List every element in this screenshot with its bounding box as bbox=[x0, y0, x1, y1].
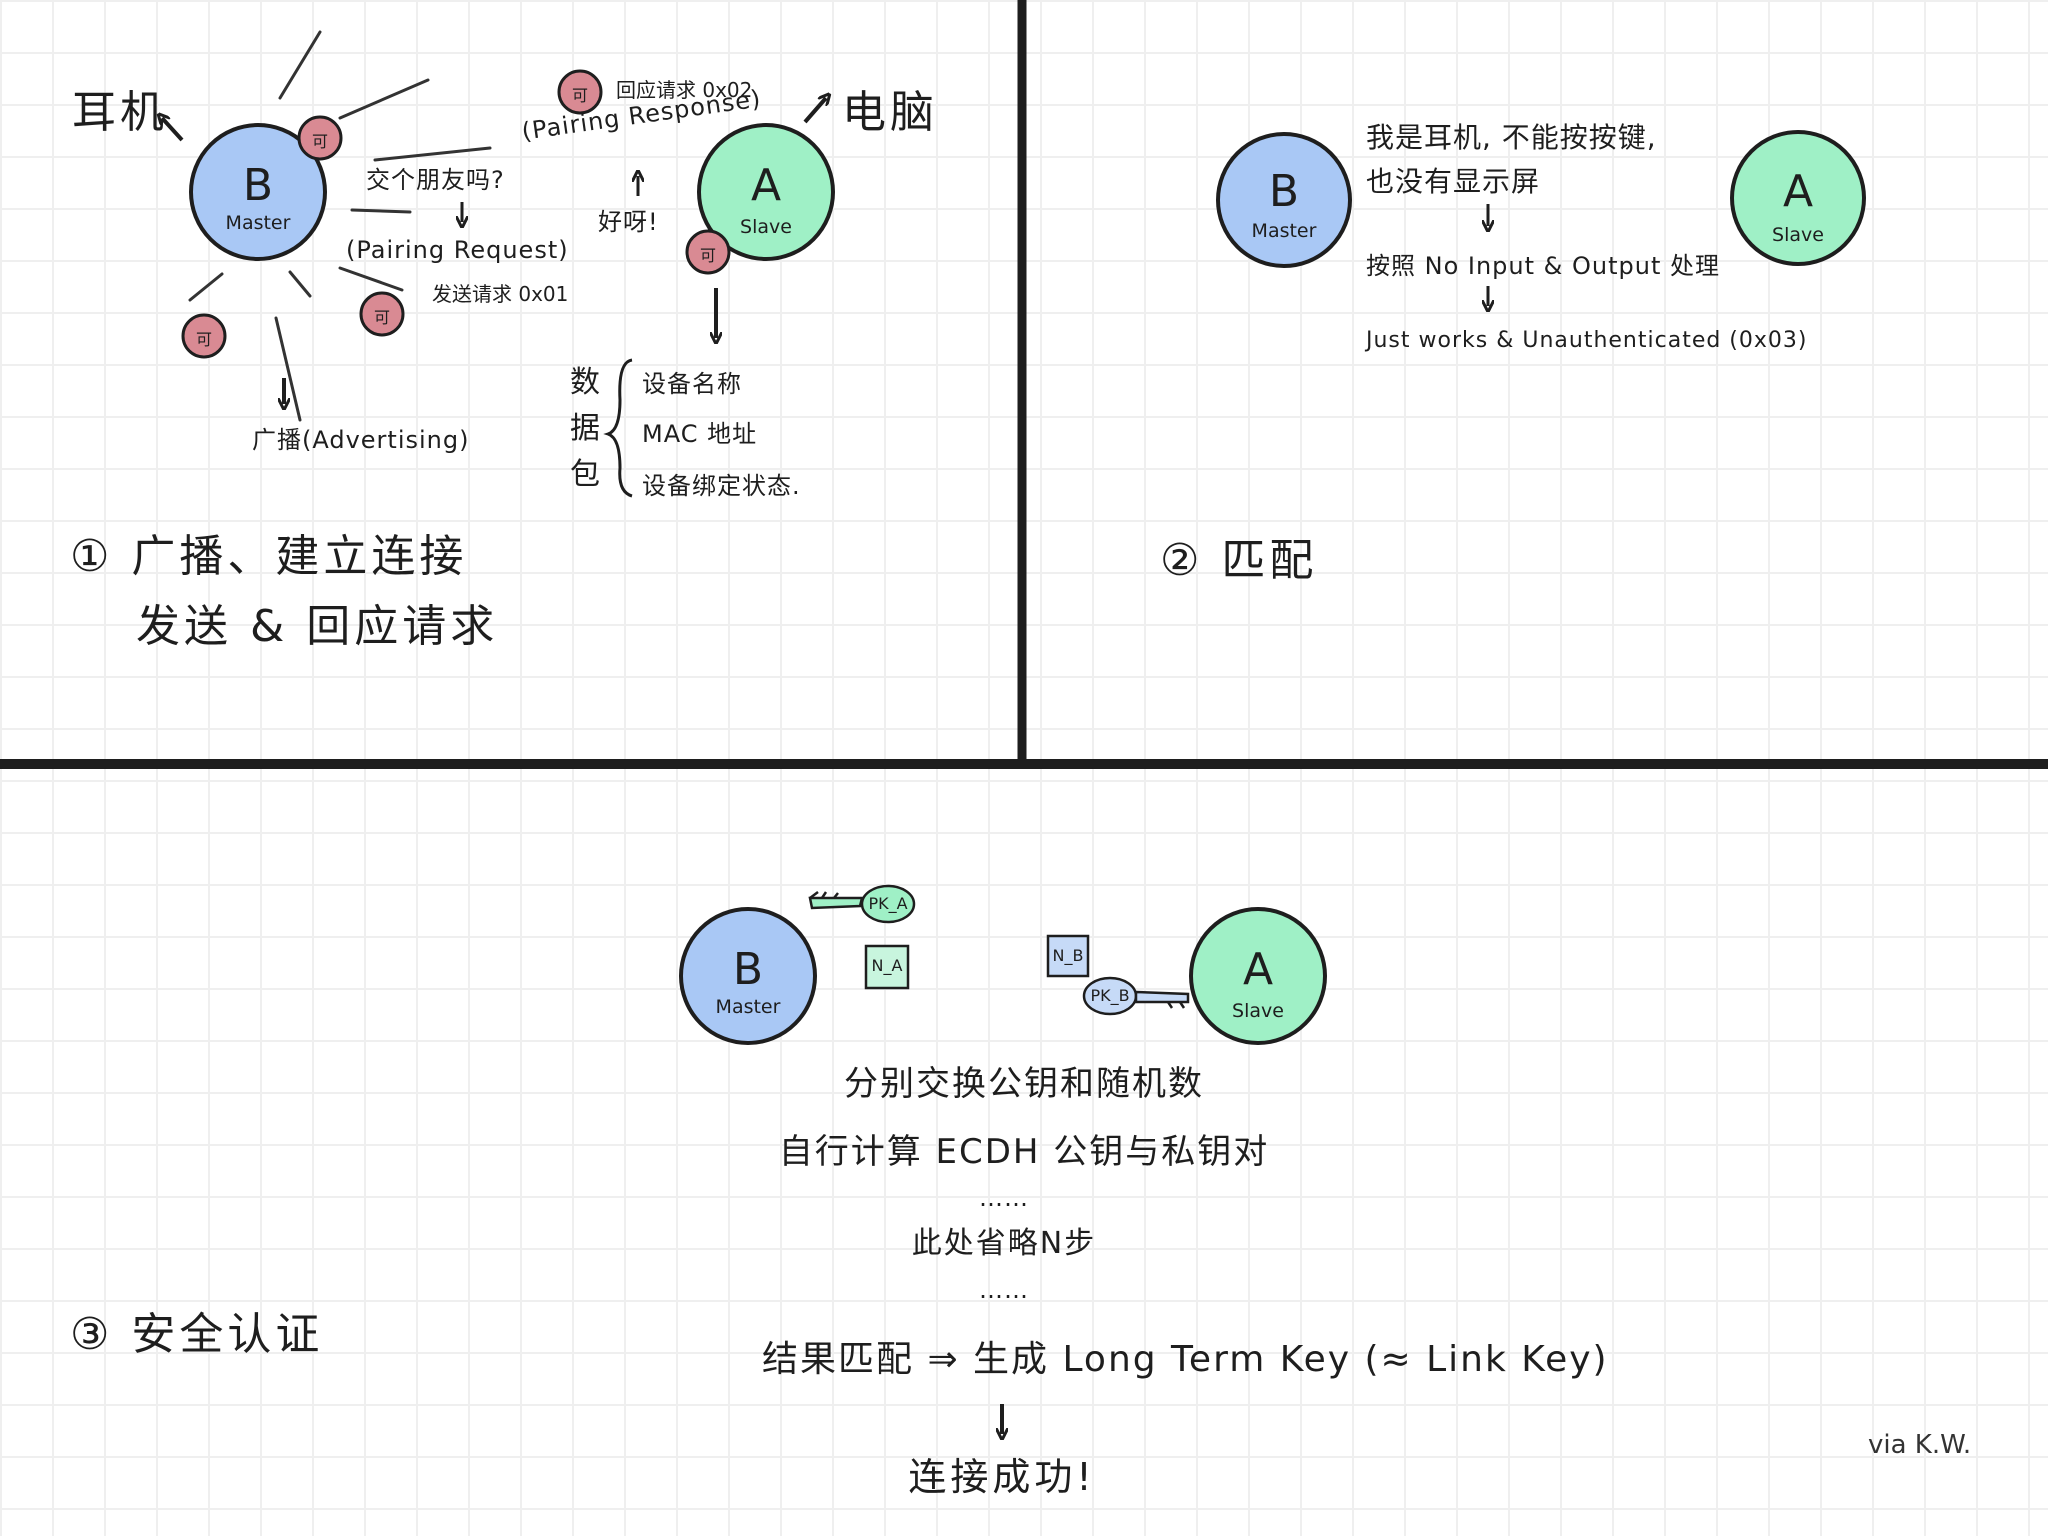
nonce-n-b bbox=[1046, 934, 1090, 978]
arrow-to-earphone bbox=[162, 118, 184, 142]
key-icon-pk-a bbox=[808, 884, 916, 924]
slave-role-2: Slave bbox=[1772, 224, 1824, 246]
panel1-title-line2: 发送 & 回应请求 bbox=[136, 601, 499, 652]
slave-letter: A bbox=[750, 160, 782, 211]
ellipsis-1: …… bbox=[979, 1184, 1029, 1212]
like-icon bbox=[685, 229, 731, 275]
master-role: Master bbox=[225, 212, 291, 234]
pk-a-label: PK_A bbox=[868, 894, 908, 913]
pairing-request-text: (Pairing Request) bbox=[346, 236, 569, 264]
nonce-n-a bbox=[864, 944, 910, 990]
slave-node bbox=[697, 123, 835, 261]
master-node-3 bbox=[679, 907, 817, 1045]
respond-request-text: 回应请求 0x02 bbox=[616, 78, 753, 102]
signature: via K.W. bbox=[1868, 1430, 1972, 1460]
slave-node-3 bbox=[1189, 907, 1327, 1045]
panel3-line2: 自行计算 ECDH 公钥与私钥对 bbox=[778, 1132, 1270, 1172]
master-node-2 bbox=[1216, 132, 1352, 268]
packet-item: 设备名称 bbox=[642, 370, 742, 398]
master-role-3: Master bbox=[715, 996, 781, 1018]
key-icon-pk-b bbox=[1082, 976, 1190, 1016]
ellipsis-2: …… bbox=[979, 1276, 1029, 1304]
like-icon bbox=[557, 69, 603, 115]
panel2-line4: Just works & Unauthenticated (0x03) bbox=[1366, 328, 1808, 353]
like-char: 可 bbox=[571, 86, 588, 105]
broadcast-rays bbox=[188, 30, 492, 422]
like-char: 可 bbox=[311, 132, 328, 151]
slave-node-2 bbox=[1730, 130, 1866, 266]
computer-label: 电脑 bbox=[842, 87, 938, 138]
ok-text: 好呀! bbox=[598, 208, 659, 236]
slave-role-3: Slave bbox=[1232, 1000, 1284, 1022]
earphone-label: 耳机 bbox=[72, 87, 168, 138]
like-char: 可 bbox=[195, 330, 212, 349]
panel2-line2: 也没有显示屏 bbox=[1366, 165, 1541, 198]
send-request-text: 发送请求 0x01 bbox=[432, 282, 569, 306]
packet-label: 数据包 bbox=[570, 365, 600, 492]
like-icon bbox=[297, 115, 343, 161]
packet-brace bbox=[603, 358, 633, 498]
panel3-title: ③ 安全认证 bbox=[70, 1309, 324, 1360]
panel2-line1: 我是耳机, 不能按按键, bbox=[1366, 121, 1657, 154]
panel3-line1: 分别交换公钥和随机数 bbox=[844, 1064, 1204, 1104]
panel3-result: 结果匹配 ⇒ 生成 Long Term Key (≈ Link Key) bbox=[762, 1339, 1609, 1380]
packet-item: MAC 地址 bbox=[642, 420, 758, 448]
like-icon bbox=[181, 313, 227, 359]
panel3-success: 连接成功! bbox=[908, 1455, 1096, 1499]
master-letter: B bbox=[242, 160, 274, 211]
make-friend-text: 交个朋友吗? bbox=[366, 166, 505, 194]
panel3-omitted: 此处省略N步 bbox=[911, 1226, 1097, 1261]
advertising-text: 广播(Advertising) bbox=[252, 426, 470, 454]
master-letter-3: B bbox=[732, 944, 764, 995]
panel1-title-line1: ① 广播、建立连接 bbox=[70, 531, 468, 582]
panel2-title: ② 匹配 bbox=[1160, 535, 1318, 586]
arrow-to-computer bbox=[803, 98, 826, 124]
like-icon bbox=[359, 291, 405, 337]
n-a-label: N_A bbox=[871, 956, 903, 975]
pk-b-label: PK_B bbox=[1090, 986, 1130, 1005]
packet-item: 设备绑定状态. bbox=[642, 472, 801, 500]
master-letter-2: B bbox=[1268, 166, 1300, 217]
master-node bbox=[189, 123, 327, 261]
master-role-2: Master bbox=[1251, 220, 1317, 242]
slave-letter-3: A bbox=[1242, 944, 1274, 995]
n-b-label: N_B bbox=[1052, 946, 1084, 965]
panel2-line3: 按照 No Input & Output 处理 bbox=[1366, 252, 1721, 280]
like-char: 可 bbox=[373, 308, 390, 327]
like-char: 可 bbox=[699, 246, 716, 265]
slave-role: Slave bbox=[740, 216, 792, 238]
slave-letter-2: A bbox=[1782, 166, 1814, 217]
